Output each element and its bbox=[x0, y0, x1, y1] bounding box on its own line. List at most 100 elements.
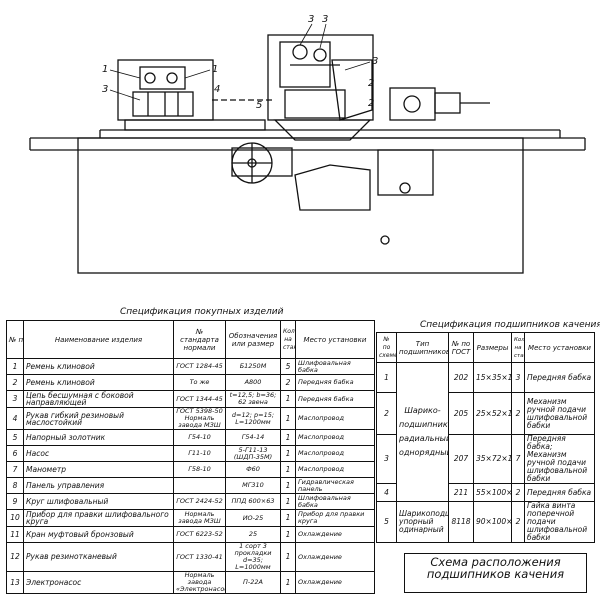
cell: Передняя бабка bbox=[295, 374, 375, 391]
col-header: № стандарта нормали bbox=[173, 320, 226, 359]
cell: Передняя бабка bbox=[295, 390, 375, 408]
col-header: № по ГОСТ bbox=[448, 332, 474, 363]
cell: Рукав резинотканевый bbox=[23, 542, 174, 572]
cell: Нормаль завода МЗШ bbox=[173, 509, 226, 527]
cell: ГОСТ 2424-52 bbox=[173, 493, 226, 510]
cell: Г11-10 bbox=[173, 445, 226, 462]
cell: Панель управления bbox=[23, 477, 174, 494]
cell: ППД 600×63 bbox=[225, 493, 281, 510]
cell: Шлифовальная бабка bbox=[295, 358, 375, 375]
cell: Гайка винта поперечной подачи шлифовальн… bbox=[524, 501, 595, 543]
cell: 211 bbox=[448, 483, 474, 502]
cell: ГОСТ 1330-41 bbox=[173, 542, 226, 572]
cell: 8118 bbox=[448, 501, 474, 543]
cell: Г58-10 bbox=[173, 461, 226, 478]
cell: Ремень клиновой bbox=[23, 374, 174, 391]
cell: 35×72×17 bbox=[473, 434, 512, 484]
cell: Цепь бесшумная с боковой направляющей bbox=[23, 390, 174, 408]
cell: 2 bbox=[280, 374, 296, 391]
cell: Гидравлическая панель bbox=[295, 477, 375, 494]
cell: t=12,5; b=36; 62 звена bbox=[225, 390, 281, 408]
cell bbox=[173, 477, 226, 494]
cell: 1 bbox=[280, 526, 296, 543]
cell: 3 bbox=[511, 362, 525, 393]
cell: Маслопровод bbox=[295, 407, 375, 430]
cell: d=12; p=15; L=1200мм bbox=[225, 407, 281, 430]
callout-3: 3 bbox=[102, 84, 108, 95]
bearing-type-cell: Шарико-подшипник радиальный однорядный bbox=[396, 362, 449, 502]
purchased-caption: Спецификация покупных изделий bbox=[120, 307, 284, 317]
cell: Передняя бабка bbox=[524, 483, 595, 502]
title-block: Схема расположения подшипников качения bbox=[404, 553, 587, 593]
cell: 6 bbox=[6, 445, 24, 462]
callout-5: 5 bbox=[256, 100, 262, 111]
cell: 15×35×11 bbox=[473, 362, 512, 393]
cell: 90×100×22 bbox=[473, 501, 512, 543]
callout-3: 3 bbox=[372, 56, 378, 67]
cell: Напорный золотник bbox=[23, 429, 174, 446]
cell: 2 bbox=[511, 392, 525, 435]
cell: 3 bbox=[6, 390, 24, 408]
machine-bed bbox=[77, 137, 524, 274]
cell: 5 bbox=[6, 429, 24, 446]
cell: Манометр bbox=[23, 461, 174, 478]
cell: П-22А bbox=[225, 571, 281, 594]
cell: Охлаждение bbox=[295, 571, 375, 594]
col-header: Тип подшипников bbox=[396, 332, 449, 363]
cell: 2 bbox=[511, 483, 525, 502]
callout-3: 3 bbox=[308, 14, 314, 25]
cell: 1 сорт 3 прокладки d=35; L=1000мм bbox=[225, 542, 281, 572]
cell: 13 bbox=[6, 571, 24, 594]
cell: 1 bbox=[280, 542, 296, 572]
cell: 9 bbox=[6, 493, 24, 510]
cell: ГОСТ 6223-52 bbox=[173, 526, 226, 543]
cell: 55×100×21 bbox=[473, 483, 512, 502]
cell: 2 bbox=[376, 392, 397, 435]
cell: ГОСТ 1344-45 bbox=[173, 390, 226, 408]
cell: Передняя бабка; Механизм ручной подачи ш… bbox=[524, 434, 595, 484]
cell: 1 bbox=[280, 445, 296, 462]
cell: Шлифовальная бабка bbox=[295, 493, 375, 510]
cell: Ф60 bbox=[225, 461, 281, 478]
cell: 1 bbox=[280, 429, 296, 446]
cell: Рукав гибкий резиновый маслостойкий bbox=[23, 407, 174, 430]
cell: 3 bbox=[376, 434, 397, 484]
cell: 5 bbox=[280, 358, 296, 375]
cell: 7 bbox=[511, 434, 525, 484]
cell: 7 bbox=[6, 461, 24, 478]
bearings-caption: Спецификация подшипников качения bbox=[420, 320, 600, 330]
wheel-head bbox=[267, 34, 374, 121]
cell: Маслопровод bbox=[295, 445, 375, 462]
cell: 205 bbox=[448, 392, 474, 435]
cell: 1 bbox=[280, 390, 296, 408]
cell: 5 bbox=[376, 501, 397, 543]
cell: Маслопровод bbox=[295, 461, 375, 478]
cell: 1 bbox=[280, 509, 296, 527]
cell: А800 bbox=[225, 374, 281, 391]
cell: Б1250М bbox=[225, 358, 281, 375]
callout-4: 4 bbox=[214, 84, 220, 95]
cell: Насос bbox=[23, 445, 174, 462]
cell: МГ310 bbox=[225, 477, 281, 494]
cell: Маслопровод bbox=[295, 429, 375, 446]
cell: Механизм ручной подачи шлифовальной бабк… bbox=[524, 392, 595, 435]
cell: Охлаждение bbox=[295, 526, 375, 543]
cell: ГОСТ 5398-50 Нормаль завода МЗШ bbox=[173, 407, 226, 430]
cell: 2 bbox=[6, 374, 24, 391]
cell: 1 bbox=[280, 493, 296, 510]
cell: 4 bbox=[6, 407, 24, 430]
col-header: Обозначения или размер bbox=[225, 320, 281, 359]
cell: 25×52×15 bbox=[473, 392, 512, 435]
col-header: № по пор. bbox=[6, 320, 24, 359]
